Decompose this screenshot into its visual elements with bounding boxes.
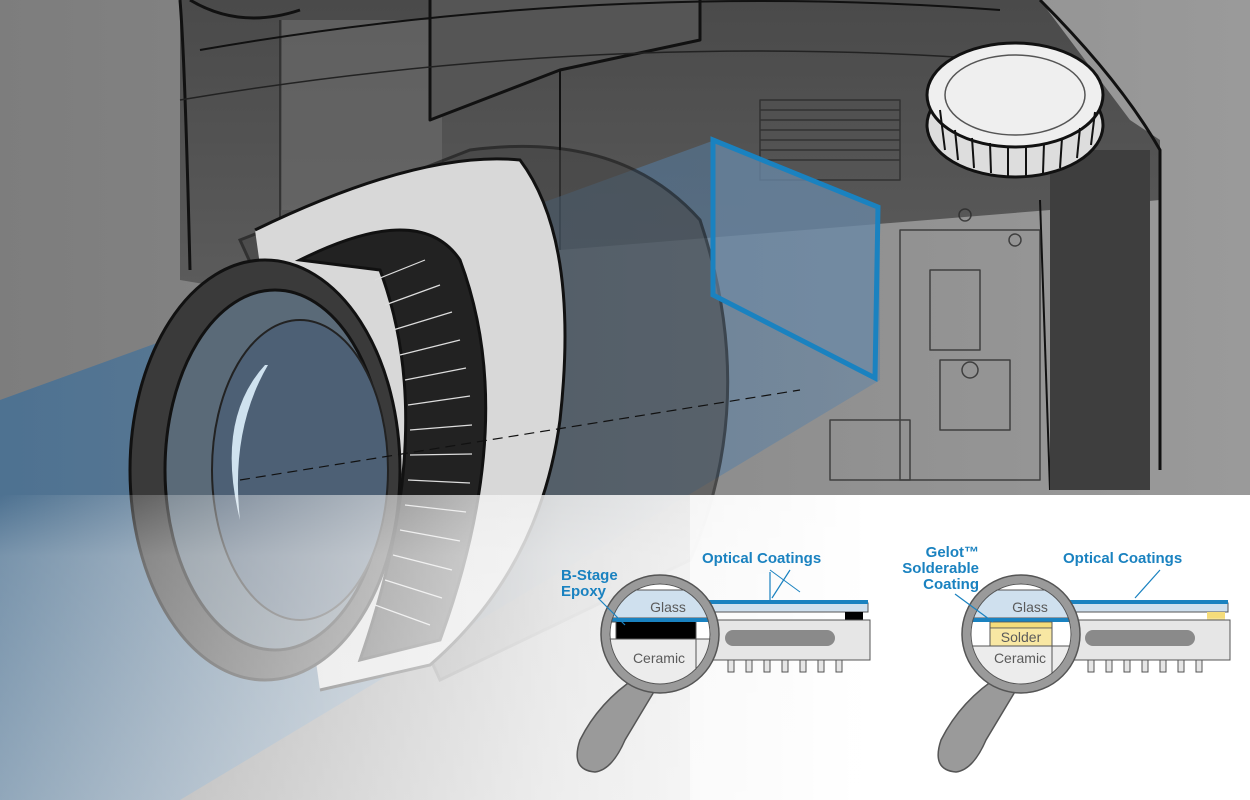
ceramic-label-left: Ceramic xyxy=(632,650,686,666)
gelot-leader-line xyxy=(954,593,994,623)
optical-coatings-label-left: Optical Coatings xyxy=(702,550,822,567)
magnifier-icon xyxy=(576,574,720,773)
optical-axis xyxy=(239,389,801,481)
ceramic-label-right: Ceramic xyxy=(993,650,1047,666)
left-package-detail xyxy=(576,569,871,773)
solder-label: Solder xyxy=(1000,629,1042,645)
glass-label-left: Glass xyxy=(650,599,686,615)
solderable-label: Solderable xyxy=(902,560,979,577)
epoxy-leader-line xyxy=(597,597,626,626)
b-stage-label: B-Stage xyxy=(561,567,618,584)
image-sensor xyxy=(710,136,881,383)
left-package-section xyxy=(707,600,871,673)
coatings-leader-line xyxy=(1134,569,1161,599)
magnifier-icon xyxy=(937,574,1081,773)
optical-coatings-label-right: Optical Coatings xyxy=(1063,550,1183,567)
mode-dial xyxy=(925,41,1105,179)
gelot-label: Gelot™ xyxy=(925,544,979,561)
coating-label: Coating xyxy=(923,576,979,593)
right-package-detail xyxy=(937,569,1231,773)
right-package-section xyxy=(1067,600,1231,673)
glass-label-right: Glass xyxy=(1012,599,1048,615)
epoxy-label: Epoxy xyxy=(561,583,607,600)
